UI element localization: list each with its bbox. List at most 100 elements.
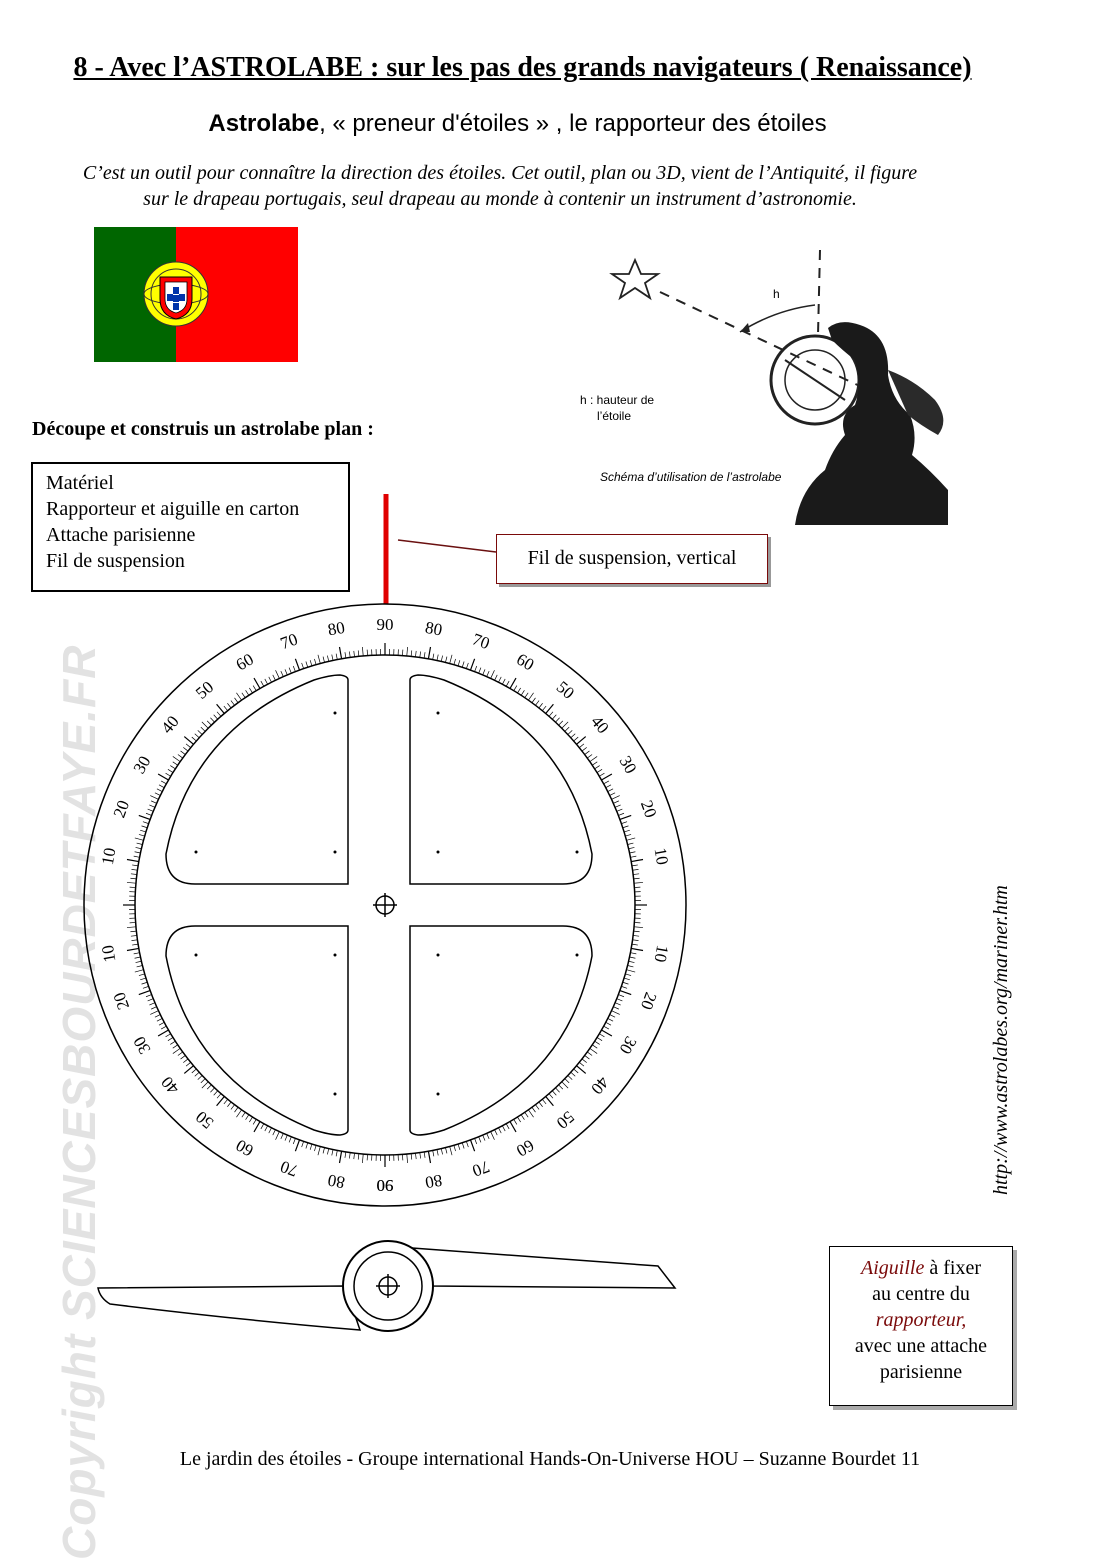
scale-tick [616,808,623,812]
scale-tick [154,792,161,796]
scale-tick [136,965,143,968]
scale-tick [482,1134,486,1141]
scale-tick [280,1133,284,1140]
scale-tick [288,667,292,674]
scale-tick [609,1014,616,1018]
source-url: http://www.astrolabes.org/mariner.htm [990,885,1012,1195]
scale-tick [611,1010,620,1015]
scale-tick [134,851,141,854]
scale-tick [264,1125,268,1132]
scale-tick [609,792,616,796]
scale-tick [449,1146,453,1156]
scale-tick [625,973,632,976]
scale-tick [284,1134,288,1141]
scale-tick [213,1090,218,1096]
scale-tick [498,1127,502,1134]
scale-tick [149,1002,156,1006]
scale-tick [194,733,200,738]
scale-tick [613,1006,620,1010]
scale-tick [241,692,246,698]
scale-tick [469,658,476,671]
scale-label: 50 [192,1107,217,1132]
scale-tick [589,1048,598,1054]
scale-tick [619,989,632,996]
scale-tick [623,977,630,981]
subtitle: Astrolabe, « preneur d'étoiles » , le ra… [0,110,1035,138]
scale-tick [150,795,159,800]
intro-line-2: sur le drapeau portugais, seul drapeau a… [143,188,857,210]
scale-tick [564,1078,570,1084]
scale-tick [317,1146,321,1156]
scale-label: 30 [130,753,155,777]
scale-tick [592,761,598,766]
scale-tick [172,761,178,766]
scale-tick [611,795,620,800]
scale-label: 90 [377,615,394,634]
scale-tick [564,726,570,732]
scale-tick [552,1090,557,1096]
scale-tick [131,869,138,871]
scale-tick [216,711,222,717]
scale-tick [142,986,149,989]
scale-tick [531,697,536,703]
scale-tick [140,829,147,833]
scale-tick [154,1014,161,1018]
scale-tick [576,1065,587,1074]
scale-tick [502,1125,506,1132]
scale-tick [284,669,288,676]
scale-tick [482,669,486,676]
astrolabe-usage-diagram: h h : hauteur de l’étoile Schéma d’utili… [580,249,948,525]
scale-tick [170,1040,176,1045]
scale-tick [268,676,272,683]
scale-tick [294,1139,301,1152]
material-heading: Matériel [46,472,114,494]
scale-tick [141,825,148,829]
scale-tick [626,837,636,841]
scale-tick [621,986,628,989]
scale-tick [134,956,141,959]
scale-tick [292,1138,296,1145]
scale-tick [230,700,235,706]
scale-tick [423,652,426,659]
scale-tick [427,1151,432,1164]
scale-tick [126,947,139,952]
scale-tick [344,652,347,659]
scale-tick [216,1093,222,1099]
protractor-ring: 8070605040302010102030405060708090807060… [83,603,687,1207]
scale-tick [466,1141,469,1148]
scale-tick [436,1149,439,1156]
scale-tick [206,720,212,726]
scale-tick [494,1129,498,1136]
scale-tick [338,1151,343,1164]
scale-label: 60 [233,1136,257,1161]
scale-tick [194,1072,200,1077]
scale-tick [236,1109,242,1118]
scale-tick [177,754,183,759]
scale-tick [542,705,547,711]
scale-tick [249,687,253,694]
scale-tick [603,1025,610,1030]
scale-tick [631,864,638,867]
scale-tick [141,981,148,985]
scale-tick [436,654,439,661]
armillary-sphere-icon [143,261,209,327]
scale-tick [584,1055,590,1060]
scale-label: 60 [233,650,257,675]
scale-tick [149,804,156,808]
scale-tick [177,1051,183,1056]
scale-tick [165,1033,171,1038]
scale-tick [344,1151,347,1158]
scale-tick [362,646,364,656]
scale-tick [561,1081,569,1089]
scale-tick [584,750,590,755]
scale-tick [126,858,139,863]
scale-tick [607,788,614,792]
scale-tick [292,665,296,672]
scale-tick [579,743,585,748]
scale-label: 70 [278,629,300,653]
scale-tick [314,1145,317,1152]
scale-tick [505,680,510,687]
scale-tick [630,952,637,955]
scale-tick [587,754,593,759]
scale-tick [478,1136,482,1143]
